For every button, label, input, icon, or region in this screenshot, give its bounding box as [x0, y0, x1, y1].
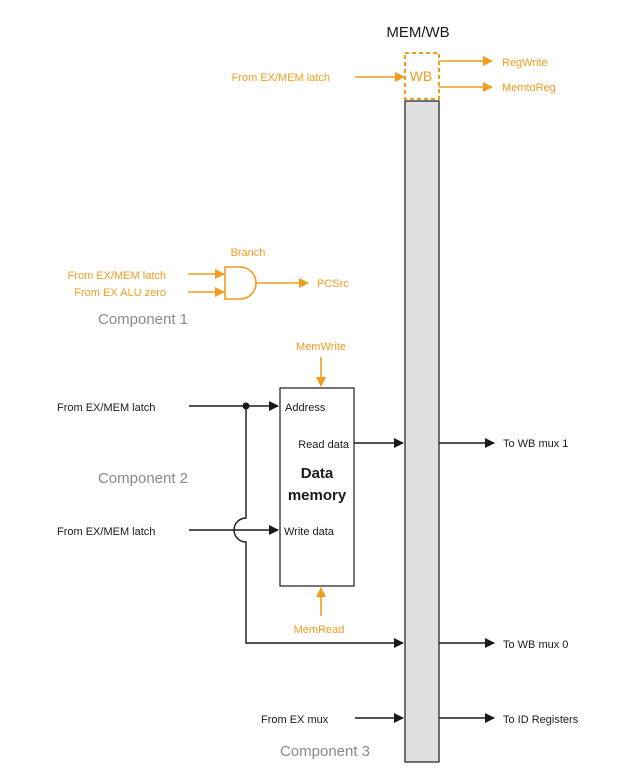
write-data-source-label: From EX/MEM latch [57, 526, 155, 538]
branch-label: Branch [231, 247, 266, 259]
branch-input1-label: From EX/MEM latch [68, 270, 166, 282]
ex-mux-source-label: From EX mux [261, 714, 329, 726]
and-gate [224, 266, 257, 300]
pcsrc-label: PCSrc [317, 278, 349, 290]
to-id-registers-label: To ID Registers [503, 714, 579, 726]
to-wb-mux0-label: To WB mux 0 [503, 639, 568, 651]
read-data-port-label: Read data [298, 439, 350, 451]
address-source-label: From EX/MEM latch [57, 402, 155, 414]
memwrite-label: MemWrite [296, 341, 346, 353]
wb-input-label: From EX/MEM latch [232, 72, 330, 84]
regwrite-label: RegWrite [502, 57, 548, 69]
component3-label: Component 3 [280, 743, 370, 760]
address-bypass-wire [233, 406, 404, 648]
write-data-port-label: Write data [284, 526, 335, 538]
address-port-label: Address [285, 402, 326, 414]
branch-input2-label: From EX ALU zero [74, 287, 166, 299]
memory-title-line1: Data [301, 465, 334, 482]
memtoreg-label: MemtoReg [502, 82, 556, 94]
component2-label: Component 2 [98, 470, 188, 487]
data-memory-block [279, 387, 355, 587]
latch-bar [404, 100, 440, 763]
memory-title-line2: memory [288, 487, 347, 504]
wb-control-field [404, 52, 440, 100]
component1-label: Component 1 [98, 311, 188, 328]
to-wb-mux1-label: To WB mux 1 [503, 438, 568, 450]
wb-field-label: WB [410, 68, 433, 84]
latch-title: MEM/WB [386, 24, 449, 41]
memread-label: MemRead [294, 624, 345, 636]
